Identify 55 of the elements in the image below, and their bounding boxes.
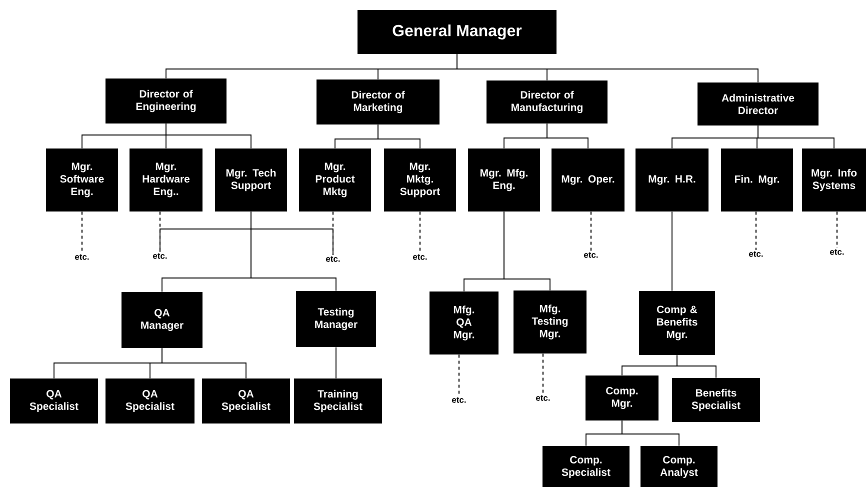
connector-line bbox=[166, 123, 252, 149]
title-box: General Manager bbox=[358, 10, 556, 54]
etc-label: etc. bbox=[413, 254, 427, 260]
connector-line bbox=[378, 124, 420, 149]
etc-label: etc. bbox=[326, 256, 340, 262]
position-box: Benefits Specialist bbox=[672, 378, 760, 422]
etc-label: etc. bbox=[153, 253, 167, 259]
position-box: Comp. Analyst bbox=[640, 446, 718, 487]
position-box: QA Specialist bbox=[202, 378, 290, 424]
position-box: Director of Marketing bbox=[316, 80, 440, 124]
connector-line bbox=[758, 125, 834, 149]
etc-label: etc. bbox=[75, 254, 89, 260]
position-box: Mfg. Testing Mgr. bbox=[514, 290, 586, 354]
position-box: Mgr. Info Systems bbox=[802, 148, 866, 212]
position-box: Administrative Director bbox=[698, 82, 819, 126]
connector-line bbox=[546, 123, 588, 149]
connector-line bbox=[836, 212, 838, 248]
etc-label: etc. bbox=[830, 249, 844, 255]
position-box: Testing Manager bbox=[296, 291, 376, 347]
connector-line bbox=[458, 354, 460, 396]
position-box: QA Specialist bbox=[106, 378, 194, 424]
position-box: Mgr. H.R. bbox=[636, 148, 709, 212]
position-box: Director of Engineering bbox=[106, 78, 226, 124]
connector-line bbox=[504, 211, 550, 291]
position-box: Director of Manufacturing bbox=[486, 80, 608, 124]
position-box: Mgr. Software Eng. bbox=[46, 148, 118, 212]
connector-line bbox=[456, 54, 758, 83]
position-box: Mgr. Mktg. Support bbox=[384, 148, 456, 212]
position-box: QA Manager bbox=[122, 292, 202, 348]
connector-line bbox=[160, 228, 334, 256]
position-box: Mgr. Hardware Eng.. bbox=[130, 148, 202, 212]
connector-line bbox=[755, 212, 757, 250]
etc-label: etc. bbox=[584, 252, 598, 258]
position-box: Mgr. Mfg. Eng. bbox=[468, 148, 540, 212]
position-box: Comp & Benefits Mgr. bbox=[639, 291, 716, 355]
position-box: QA Specialist bbox=[10, 378, 98, 424]
connector-line bbox=[590, 212, 592, 251]
connector-line bbox=[542, 354, 544, 394]
position-box: Training Specialist bbox=[294, 378, 382, 424]
connector-line bbox=[81, 212, 83, 253]
etc-label: etc. bbox=[536, 395, 550, 401]
connector-line bbox=[676, 354, 716, 378]
position-box: Fin. Mgr. bbox=[721, 148, 793, 212]
position-box: Mgr. Oper. bbox=[552, 148, 624, 212]
position-box: Mgr. Product Mktg bbox=[299, 148, 371, 212]
etc-label: etc. bbox=[452, 397, 466, 403]
connector-line bbox=[250, 211, 336, 292]
position-box: Comp. Specialist bbox=[542, 446, 630, 487]
connector-line bbox=[162, 348, 246, 379]
connector-line bbox=[622, 420, 680, 446]
connector-line bbox=[419, 212, 421, 253]
etc-label: etc. bbox=[749, 251, 763, 257]
position-box: Mgr. Tech Support bbox=[215, 148, 287, 212]
position-box: Comp. Mgr. bbox=[586, 376, 658, 420]
position-box: Mfg. QA Mgr. bbox=[430, 292, 498, 354]
